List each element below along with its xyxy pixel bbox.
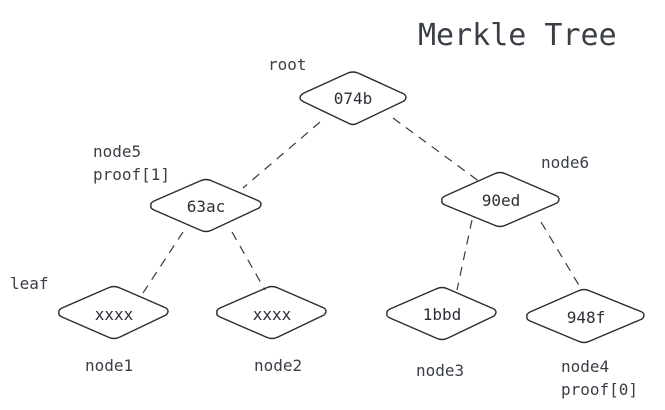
node-hash: xxxx [95,305,134,324]
edge-node6-node3 [456,219,473,291]
label-node6: node6 [541,153,589,172]
edge-root-node6 [392,117,481,183]
label-node5-proof: proof[1] [93,165,170,184]
node-root[interactable]: 074b [299,71,407,126]
label-node3: node3 [416,361,464,380]
diamond-shape [150,178,262,233]
diamond-shape [441,171,560,228]
node-hash: 948f [567,308,606,327]
node-hash: 074b [334,89,373,108]
edge-node5-node2 [231,231,266,291]
diagram-title: Merkle Tree [418,18,617,53]
label-root: root [268,55,307,74]
node-node5[interactable]: 63ac [150,178,262,233]
node-node1[interactable]: xxxx [58,285,169,340]
label-node1: node1 [85,356,133,375]
node-hash: xxxx [253,305,292,324]
label-leaf: leaf [10,274,49,293]
diamond-shape [526,288,645,344]
diamond-shape [216,285,327,340]
node-node2[interactable]: xxxx [216,285,327,340]
edge-root-node5 [242,121,321,189]
edge-node6-node4 [540,221,581,288]
node-hash: 90ed [482,191,521,210]
edges [142,117,581,294]
label-node2: node2 [254,356,302,375]
node-hash: 1bbd [423,305,462,324]
label-node5: node5 [93,142,141,161]
diamond-shape [58,285,169,340]
diamond-shape [299,71,407,126]
diamond-shape [386,286,497,341]
label-node4: node4 [561,357,609,376]
node-node4[interactable]: 948f [526,288,645,344]
edge-node5-node1 [142,231,184,294]
node-hash: 63ac [187,197,226,216]
node-node6[interactable]: 90ed [441,171,560,228]
label-node4-proof: proof[0] [561,380,638,399]
node-node3[interactable]: 1bbd [386,286,497,341]
